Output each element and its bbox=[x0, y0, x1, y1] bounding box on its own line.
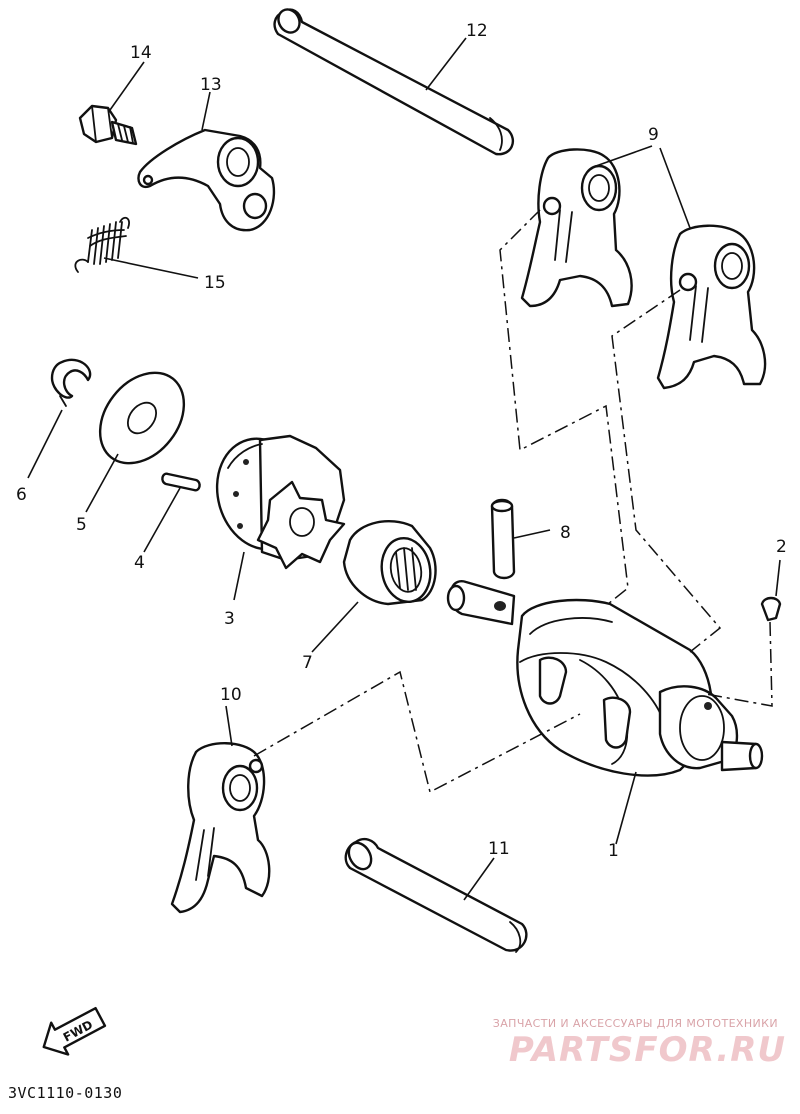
shift-fork-9b bbox=[656, 224, 767, 390]
callout-15: 15 bbox=[204, 273, 226, 293]
washer-5 bbox=[98, 371, 186, 465]
watermark-logo: PARTSFOR.RU bbox=[508, 1030, 786, 1070]
drawing-code: 3VC1110-0130 bbox=[8, 1084, 123, 1102]
watermark-tagline: ЗАПЧАСТИ И АКСЕССУАРЫ ДЛЯ МОТОТЕХНИКИ bbox=[492, 1017, 778, 1030]
segment-3 bbox=[215, 434, 346, 570]
callout-14: 14 bbox=[130, 43, 152, 63]
callout-9: 9 bbox=[648, 125, 659, 145]
stopper-lever-13 bbox=[137, 128, 276, 232]
shift-drum-1 bbox=[446, 580, 764, 777]
circlip-6 bbox=[50, 358, 92, 407]
shift-fork-10 bbox=[170, 742, 271, 914]
callout-6: 6 bbox=[16, 485, 27, 505]
callout-7: 7 bbox=[302, 653, 313, 673]
callout-12: 12 bbox=[466, 21, 488, 41]
callout-3: 3 bbox=[224, 609, 235, 629]
fwd-direction-arrow: FWD bbox=[42, 1006, 107, 1056]
callout-11: 11 bbox=[488, 839, 510, 859]
leader-lines bbox=[27, 37, 781, 901]
guide-bar-11 bbox=[344, 837, 528, 953]
callout-13: 13 bbox=[200, 75, 222, 95]
shift-fork-9a bbox=[520, 148, 633, 308]
bearing-7 bbox=[342, 519, 437, 606]
spring-15 bbox=[74, 216, 130, 273]
guide-bar-12 bbox=[273, 8, 515, 156]
assembly-lines bbox=[253, 209, 773, 794]
callout-2: 2 bbox=[776, 537, 787, 557]
callout-4: 4 bbox=[134, 553, 145, 573]
callout-labels: 12 14 13 15 9 6 5 4 3 7 8 2 10 11 1 bbox=[16, 21, 787, 861]
callout-10: 10 bbox=[220, 685, 242, 705]
callout-5: 5 bbox=[76, 515, 87, 535]
callout-1: 1 bbox=[608, 841, 619, 861]
callout-8: 8 bbox=[560, 523, 571, 543]
dowel-pin-8 bbox=[490, 498, 516, 580]
pin-4 bbox=[161, 472, 201, 492]
pin-2 bbox=[760, 596, 782, 622]
bolt-14 bbox=[78, 104, 138, 146]
